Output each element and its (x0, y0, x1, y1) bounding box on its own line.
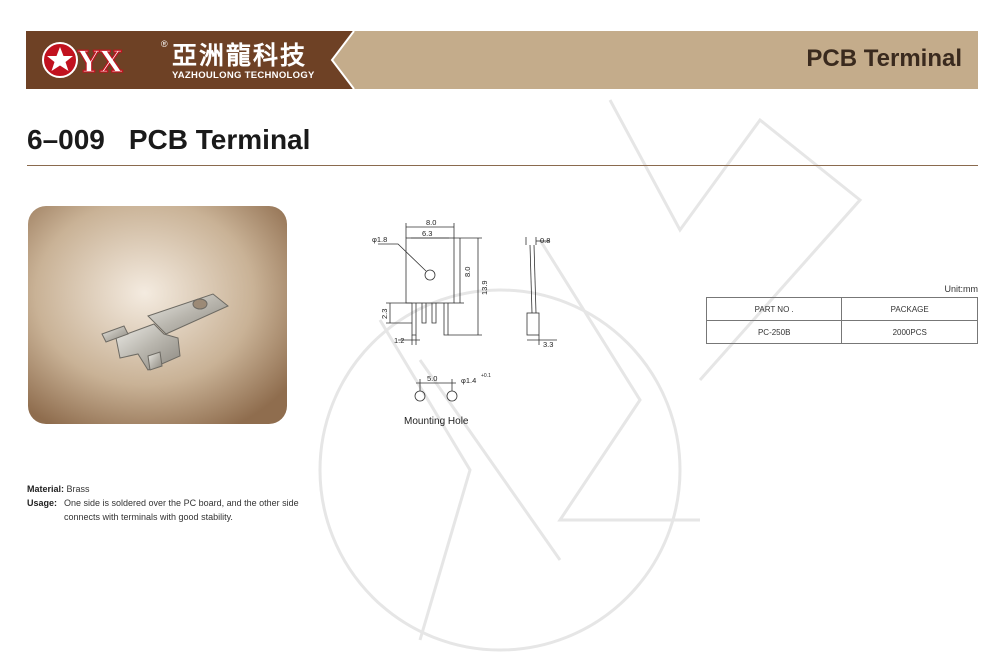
spec-notes: Material: Brass Usage: One side is solde… (27, 482, 307, 524)
usage-row: Usage: One side is soldered over the PC … (27, 496, 307, 524)
unit-label: Unit:mm (944, 284, 979, 294)
usage-label: Usage: (27, 498, 58, 508)
registered-mark: ® (161, 39, 168, 49)
brand-name-english: YAZHOULONG TECHNOLOGY (172, 70, 315, 81)
header-title: PCB Terminal (806, 45, 962, 72)
brand-panel: YX ® 亞洲龍科技 YAZHOULONG TECHNOLOGY (26, 31, 326, 89)
table-header-row: PART NO . PACKAGE (705, 297, 978, 321)
dim-thickness: 0.8 (540, 236, 550, 245)
product-photo (28, 206, 287, 424)
cell-package: 2000PCS (841, 320, 978, 344)
dim-pin-height: 2.3 (380, 309, 389, 319)
table-row: PC-250B 2000PCS (705, 320, 978, 344)
header-band: YX ® 亞洲龍科技 YAZHOULONG TECHNOLOGY PCB Ter… (26, 31, 978, 89)
brand-name-chinese: 亞洲龍科技 (172, 41, 308, 70)
product-code: 6–009 (27, 124, 105, 155)
svg-text:YX: YX (77, 45, 123, 80)
dim-pin-width: 1.2 (394, 336, 404, 345)
header-package: PACKAGE (841, 297, 978, 321)
product-title: PCB Terminal (128, 124, 311, 155)
spec-table: PART NO . PACKAGE PC-250B 2000PCS (705, 297, 978, 344)
dim-height-upper: 8.0 (463, 267, 472, 277)
material-value: Brass (66, 484, 90, 494)
dim-mount-tol: +0.1 (481, 373, 491, 379)
cell-part-no: PC-250B (705, 320, 843, 344)
material-row: Material: Brass (27, 482, 307, 496)
title-divider (27, 165, 978, 166)
header-part-no: PART NO . (705, 297, 843, 321)
dim-side-width: 3.3 (543, 340, 553, 349)
dim-height-total: 13.9 (480, 280, 489, 295)
material-label: Material: (27, 484, 65, 494)
cyx-logo-icon: YX (42, 42, 124, 81)
page-title: 6–009 PCB Terminal (27, 124, 310, 156)
mounting-hole-label: Mounting Hole (404, 416, 469, 427)
dim-mount-dia: φ1.4 (461, 376, 476, 385)
dim-hole-dia: φ1.8 (372, 235, 387, 244)
dim-width-outer: 8.0 (426, 218, 436, 227)
dim-width-inner: 6.3 (422, 229, 432, 238)
dim-hole-spacing: 5.0 (427, 374, 437, 383)
usage-value: One side is soldered over the PC board, … (64, 498, 299, 522)
header-chevron (326, 31, 355, 89)
technical-drawing: 8.0 6.3 φ1.8 8.0 13.9 2.3 1.2 0.8 3.3 5.… (372, 218, 557, 402)
